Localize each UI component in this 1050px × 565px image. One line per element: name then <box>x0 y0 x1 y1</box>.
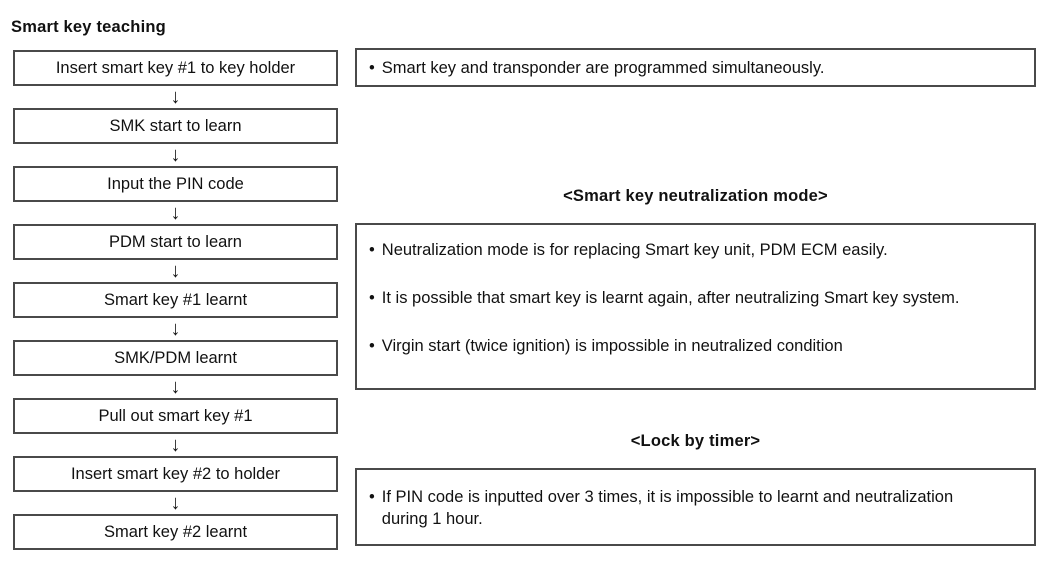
flow-step-box: SMK start to learn <box>13 108 338 144</box>
note-bullet-text: It is possible that smart key is learnt … <box>381 289 960 307</box>
flow-step-box: Insert smart key #2 to holder <box>13 456 338 492</box>
note-bullet: • It is possible that smart key is learn… <box>369 287 1022 309</box>
down-arrow-icon: ↓ <box>170 492 181 514</box>
note-bullet-text: Neutralization mode is for replacing Sma… <box>381 241 888 259</box>
bullet-icon: • <box>369 289 375 307</box>
flow-step-box: Input the PIN code <box>13 166 338 202</box>
flow-step-box: Smart key #1 learnt <box>13 282 338 318</box>
bullet-icon: • <box>369 488 375 506</box>
note-box-lock-timer: • If PIN code is inputted over 3 times, … <box>355 468 1036 546</box>
down-arrow-icon: ↓ <box>170 318 181 340</box>
flow-step-box: Smart key #2 learnt <box>13 514 338 550</box>
flow-step-box: SMK/PDM learnt <box>13 340 338 376</box>
note-bullet-text: Smart key and transponder are programmed… <box>381 58 825 77</box>
note-box-programming: • Smart key and transponder are programm… <box>355 48 1036 87</box>
note-bullet: • If PIN code is inputted over 3 times, … <box>369 486 1022 530</box>
flow-step-box: PDM start to learn <box>13 224 338 260</box>
note-bullet: • Smart key and transponder are programm… <box>369 57 824 79</box>
section-heading-lock-by-timer: <Lock by timer> <box>630 432 761 450</box>
bullet-icon: • <box>369 337 375 355</box>
note-bullet-text: Virgin start (twice ignition) is impossi… <box>381 337 843 355</box>
bullet-icon: • <box>369 58 375 77</box>
diagram-title: Smart key teaching <box>11 18 166 36</box>
note-bullet: • Virgin start (twice ignition) is impos… <box>369 335 1022 357</box>
flow-step-box: Pull out smart key #1 <box>13 398 338 434</box>
down-arrow-icon: ↓ <box>170 376 181 398</box>
flow-column: Insert smart key #1 to key holder ↓ SMK … <box>13 50 338 550</box>
section-heading-neutralization: <Smart key neutralization mode> <box>563 187 828 205</box>
down-arrow-icon: ↓ <box>170 86 181 108</box>
note-bullet-text: If PIN code is inputted over 3 times, it… <box>381 488 954 528</box>
down-arrow-icon: ↓ <box>170 202 181 224</box>
flow-step-box: Insert smart key #1 to key holder <box>13 50 338 86</box>
down-arrow-icon: ↓ <box>170 434 181 456</box>
down-arrow-icon: ↓ <box>170 144 181 166</box>
bullet-icon: • <box>369 241 375 259</box>
down-arrow-icon: ↓ <box>170 260 181 282</box>
note-box-neutralization: • Neutralization mode is for replacing S… <box>355 223 1036 390</box>
note-bullet: • Neutralization mode is for replacing S… <box>369 239 1022 261</box>
